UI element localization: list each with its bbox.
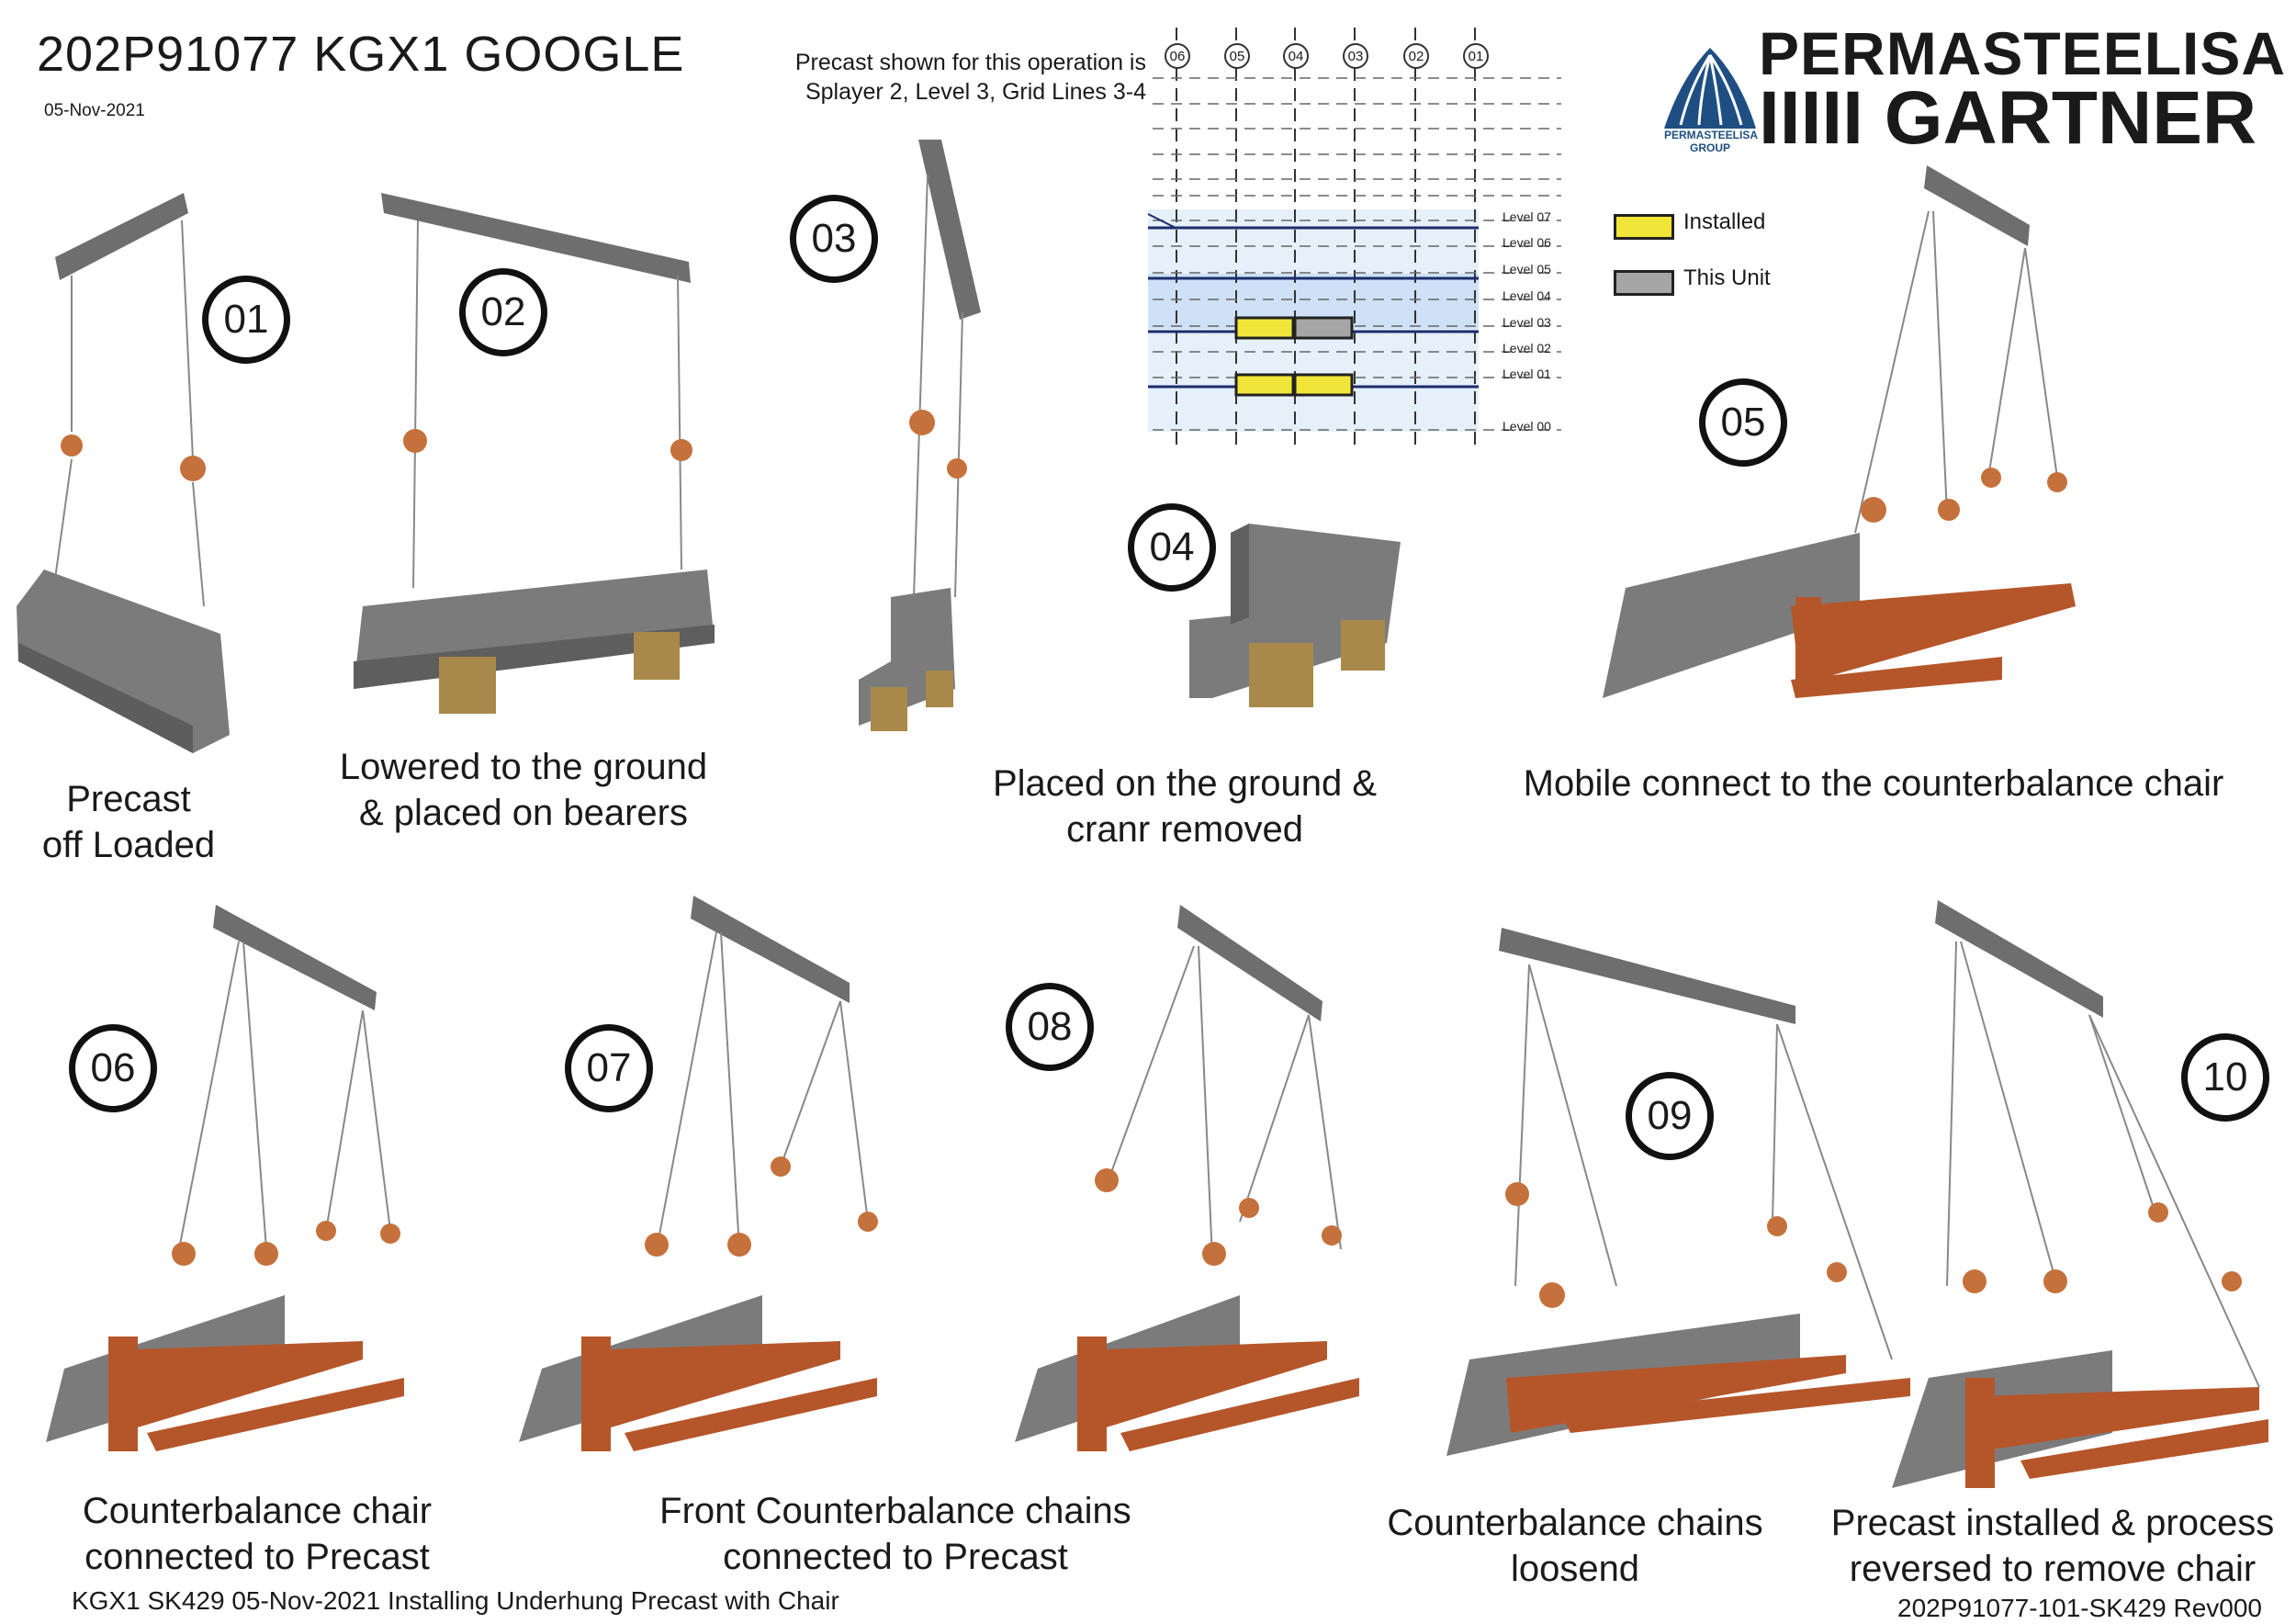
level-label: Level 00 [1503, 419, 1551, 434]
step-04-caption-line-1: Placed on the ground & [992, 763, 1378, 804]
step-10-illustration [1892, 900, 2268, 1488]
step-02-illustration [354, 193, 715, 714]
operation-note-line-2: Splayer 2, Level 3, Grid Lines 3-4 [805, 79, 1146, 105]
level-label: Level 02 [1503, 341, 1551, 355]
footer-drawing-number: 202P91077-101-SK429 Rev000 [1897, 1594, 2262, 1622]
level-label: Level 04 [1503, 288, 1551, 303]
step-09-caption: Counterbalance chains loosend [1359, 1500, 1791, 1592]
level-label: Level 05 [1503, 262, 1551, 276]
permasteelisa-logo-icon [1664, 48, 1756, 129]
grid-bubble-04: 04 [1283, 43, 1309, 69]
step-02-caption: Lowered to the ground & placed on bearer… [312, 744, 735, 836]
step-10-number: 10 [2181, 1033, 2269, 1122]
step-06-caption: Counterbalance chair connected to Precas… [46, 1488, 468, 1580]
step-09-caption-line-2: loosend [1510, 1549, 1640, 1589]
level-label: Level 06 [1503, 235, 1551, 250]
level-label: Level 07 [1503, 209, 1551, 224]
step-06-caption-line-2: connected to Precast [84, 1537, 430, 1577]
grid-bubble-02: 02 [1403, 43, 1429, 69]
step-07-number: 07 [565, 1024, 653, 1112]
step-01-number: 01 [202, 276, 290, 364]
step-04-caption-line-2: cranr removed [1066, 809, 1303, 850]
step-01-caption-line-2: off Loaded [41, 825, 216, 865]
step-09-illustration [1446, 928, 1910, 1456]
elevation-shade-upper [1148, 209, 1479, 274]
logo-name-gartner: IIIII GARTNER [1759, 76, 2257, 160]
drawing-date: 05-Nov-2021 [44, 101, 145, 120]
grid-bubble-05: 05 [1224, 43, 1250, 69]
step-04-illustration [1189, 524, 1401, 707]
step-07-caption-line-2: connected to Precast [723, 1537, 1068, 1577]
logo-group-label: PERMASTEELISA GROUP [1664, 129, 1759, 154]
step-10-caption: Precast installed & process reversed to … [1818, 1500, 2287, 1592]
legend-installed-label: Installed [1683, 209, 1766, 234]
grid-bubble-03: 03 [1343, 43, 1368, 69]
drawing-title: 202P91077 KGX1 GOOGLE [37, 27, 685, 82]
step-07-caption: Front Counterbalance chains connected to… [634, 1488, 1157, 1580]
step-08-number: 08 [1006, 983, 1094, 1071]
footer-description: KGX1 SK429 05-Nov-2021 Installing Underh… [72, 1586, 839, 1615]
step-01-illustration [17, 193, 230, 753]
step-05-caption-line-1: Mobile connect to the counterbalance cha… [1523, 763, 2224, 804]
level-lines [1153, 77, 1561, 431]
step-07-illustration [519, 896, 878, 1451]
step-10-caption-line-2: reversed to remove chair [1849, 1549, 2257, 1589]
panel-this-unit [1293, 316, 1354, 340]
step-04-number: 04 [1128, 503, 1216, 592]
panel-installed-level-01-b [1293, 373, 1354, 397]
step-01-caption: Precast off Loaded [18, 776, 239, 868]
operation-note-line-1: Precast shown for this operation is [794, 50, 1146, 75]
step-06-illustration [46, 905, 404, 1451]
step-02-caption-line-2: & placed on bearers [358, 793, 688, 833]
step-03-number: 03 [790, 195, 878, 283]
step-04-caption: Placed on the ground & cranr removed [964, 761, 1405, 852]
step-05-illustration [1603, 165, 2076, 698]
step-06-caption-line-1: Counterbalance chair [82, 1491, 433, 1531]
step-01-caption-line-1: Precast [66, 779, 191, 819]
level-label: Level 03 [1503, 315, 1551, 330]
step-09-number: 09 [1626, 1072, 1714, 1160]
step-07-caption-line-1: Front Counterbalance chains [659, 1491, 1131, 1531]
legend-this-unit-swatch [1614, 270, 1674, 296]
logo-group-line-2: GROUP [1689, 141, 1730, 154]
step-09-caption-line-1: Counterbalance chains [1387, 1503, 1763, 1543]
step-10-caption-line-1: Precast installed & process [1830, 1503, 2275, 1543]
grid-bubble-06: 06 [1165, 43, 1190, 69]
panel-installed-level-03 [1234, 316, 1295, 340]
step-08-illustration [1015, 905, 1359, 1451]
step-02-caption-line-1: Lowered to the ground [339, 747, 708, 787]
operation-note: Precast shown for this operation is Spla… [751, 48, 1146, 107]
logo-group-line-1: PERMASTEELISA [1664, 129, 1759, 141]
step-05-caption: Mobile connect to the counterbalance cha… [1488, 761, 2259, 806]
grid-bubble-01: 01 [1463, 43, 1489, 69]
step-05-number: 05 [1699, 378, 1787, 467]
legend-installed-swatch [1614, 214, 1674, 240]
level-label: Level 01 [1503, 367, 1551, 381]
step-06-number: 06 [69, 1024, 157, 1112]
logo-name-permasteelisa: PERMASTEELISA [1759, 19, 2287, 87]
legend-this-unit-label: This Unit [1683, 265, 1771, 290]
step-02-number: 02 [459, 268, 547, 356]
panel-installed-level-01-a [1234, 373, 1295, 397]
step-03-illustration [859, 140, 981, 731]
